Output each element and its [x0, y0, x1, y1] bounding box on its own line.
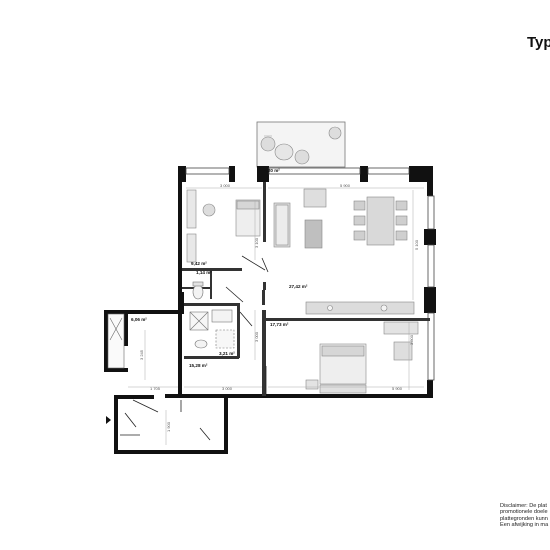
dining-table-icon	[366, 196, 395, 246]
bedroom-main-furniture	[305, 321, 419, 394]
desk-chair-icon	[202, 203, 216, 217]
area-bedroom-main: 17,73 m²	[270, 322, 289, 327]
disclaimer-line: plattegronden kunn	[500, 515, 548, 522]
dim-label: 3 245	[139, 349, 144, 360]
living-furniture	[273, 188, 415, 315]
windows	[185, 167, 435, 381]
area-balcony: 4,20 m²	[264, 168, 280, 173]
kitchen-counter	[305, 301, 415, 315]
dim-label: 3 800	[409, 334, 414, 345]
door-swings	[120, 255, 269, 441]
area-labels: 4,20 m² 9,42 m² 1,14 m² 27,42 m² 17,73 m…	[131, 168, 308, 368]
sink-icon	[211, 309, 233, 323]
disclaimer-line: promotionele doele	[500, 509, 548, 516]
balcony-table-icon	[274, 143, 294, 161]
area-living: 27,42 m²	[289, 284, 308, 289]
storage	[107, 313, 125, 369]
entrance-arrow-icon	[106, 416, 111, 424]
coffee-table-icon	[304, 219, 323, 249]
exterior-walls	[104, 166, 436, 454]
wardrobe	[383, 321, 419, 335]
area-bathroom: 3,21 m²	[219, 351, 235, 356]
dim-label: 1 900	[166, 421, 171, 432]
dining-chair-icon	[395, 230, 408, 241]
disclaimer-line: Disclaimer: De plat	[500, 503, 547, 509]
sanitary	[189, 281, 235, 349]
area-toilet: 1,14 m²	[196, 270, 212, 275]
wardrobe	[186, 189, 197, 229]
dim-label: 5 900	[392, 386, 403, 391]
toilet-icon	[192, 284, 204, 300]
bedroom-armchair-icon	[393, 341, 413, 361]
dimension-labels: 3 000 5 900 5 100 3 100 3 000 3 800 5 90…	[139, 183, 419, 432]
balcony-chair-icon	[294, 149, 310, 165]
plan-title: Typ	[527, 34, 550, 51]
dimension-lines	[128, 187, 424, 445]
nightstand	[305, 379, 319, 390]
balcony-chair-icon	[328, 126, 342, 140]
area-bedroom-small: 9,42 m²	[191, 261, 207, 266]
bedroom-small-furniture	[186, 189, 261, 263]
bench	[319, 384, 367, 394]
dim-label: 3 000	[254, 331, 259, 342]
dim-label: 1 705	[150, 386, 161, 391]
dining-chair-icon	[395, 200, 408, 211]
dim-label: 3 100	[254, 237, 259, 248]
dim-label: 5 100	[414, 239, 419, 250]
washer	[215, 329, 235, 349]
dining-chair-icon	[353, 200, 366, 211]
dining-chair-icon	[353, 230, 366, 241]
balcony-chair-icon	[260, 136, 276, 152]
dining-chair-icon	[353, 215, 366, 226]
dining-chair-icon	[395, 215, 408, 226]
area-storage: 6,06 m²	[131, 317, 147, 322]
disclaimer: Disclaimer: De plat promotionele doele p…	[500, 503, 548, 529]
dim-label: 3 000	[222, 386, 233, 391]
dim-label: 5 900	[340, 183, 351, 188]
balcony	[256, 121, 346, 168]
disclaimer-line: Een afwijking in ma	[500, 522, 549, 529]
dim-label: 3 000	[220, 183, 231, 188]
desk	[186, 233, 197, 263]
armchair-icon	[303, 188, 327, 208]
area-hall: 15,28 m²	[189, 363, 208, 368]
